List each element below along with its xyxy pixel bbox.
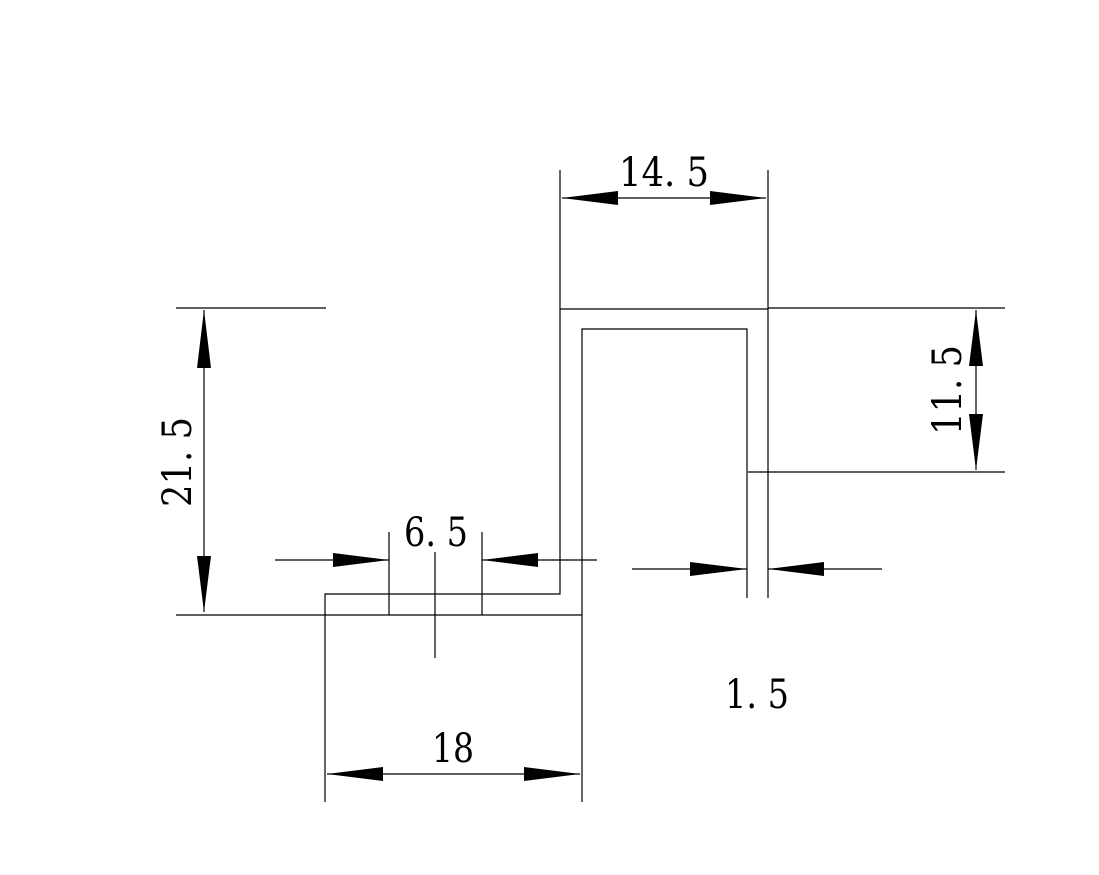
dimension-top-width: 14. 5	[562, 150, 766, 205]
profile-inner-outline	[581, 328, 748, 802]
dimension-wall-thickness: 1. 5	[632, 562, 882, 718]
dimension-label-top-width: 14. 5	[619, 150, 709, 196]
dimension-left-height: 21. 5	[155, 310, 211, 612]
dimension-label-flange-width: 6. 5	[404, 510, 468, 556]
dimension-flange-width: 6. 5	[275, 510, 597, 567]
extension-lines	[176, 170, 1005, 658]
profile-outer-outline	[324, 308, 769, 802]
dimension-label-wall-thickness: 1. 5	[725, 672, 789, 718]
dimension-bottom-width: 18	[327, 726, 580, 781]
dimension-label-right-height: 11. 5	[925, 345, 971, 435]
dimension-label-bottom-width: 18	[432, 726, 474, 772]
dimension-right-height: 11. 5	[925, 310, 983, 470]
dimension-label-left-height: 21. 5	[155, 417, 201, 507]
